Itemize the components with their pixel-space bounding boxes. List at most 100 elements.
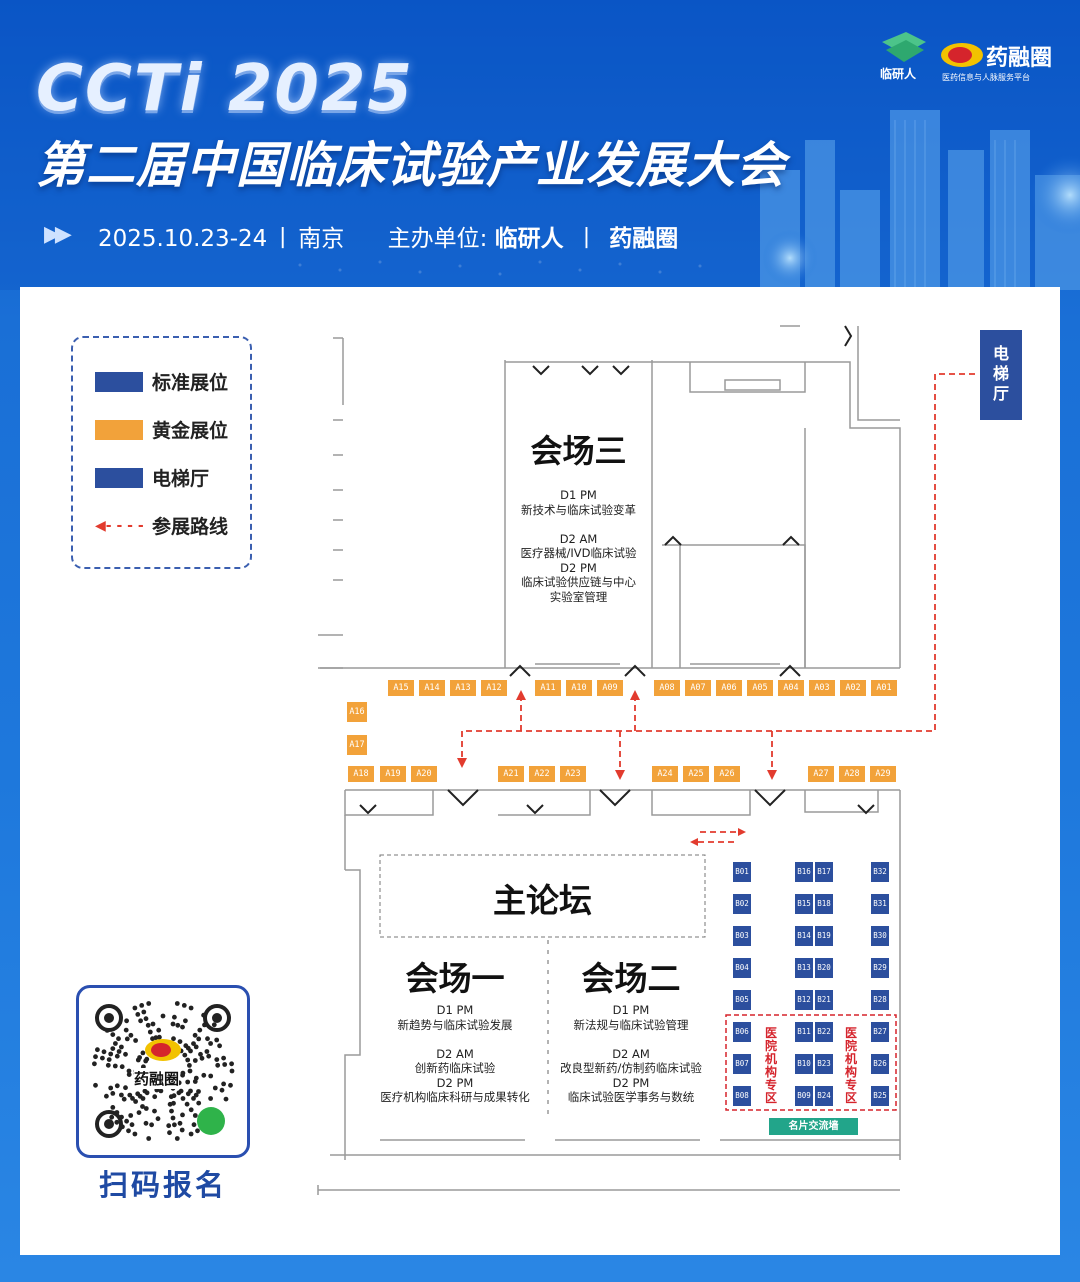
gold-booth-a07: A07 (685, 680, 711, 696)
legend-label: 电梯厅 (152, 468, 210, 490)
standard-booth-b20: B20 (815, 958, 833, 978)
gold-booth-a09: A09 (597, 680, 623, 696)
standard-booth-b01: B01 (733, 862, 751, 882)
standard-booth-b04: B04 (733, 958, 751, 978)
gold-booth-a10: A10 (566, 680, 592, 696)
organizer-2: 药融圈 (609, 226, 679, 252)
elevator-label: 电梯厅 (992, 344, 1009, 403)
legend-elevator: 电梯厅 (95, 464, 209, 491)
schedule-line: D2 AM (612, 1046, 650, 1061)
brand-linyanren: 临研人 (880, 67, 917, 81)
schedule-line: D1 PM (612, 1003, 650, 1017)
schedule-line: D2 PM (436, 1075, 474, 1090)
event-title: 第二届中国临床试验产业发展大会 (36, 137, 787, 194)
schedule-line: D2 AM (559, 531, 598, 546)
schedule-line: D1 PM (436, 1003, 474, 1017)
gold-booth-a27: A27 (808, 766, 834, 782)
standard-booth-b02: B02 (733, 894, 751, 914)
event-logo: CCTi 2025 (36, 52, 414, 126)
gold-booth-a22: A22 (529, 766, 555, 782)
qr-brand: 药融圈 (134, 1068, 180, 1089)
legend-route: ◀‑ ‑ ‑ ‑ 参展路线 (95, 512, 228, 539)
event-date: 2025.10.23-24 (98, 226, 268, 252)
standard-booth-b13: B13 (795, 958, 813, 978)
standard-booth-b12: B12 (795, 990, 813, 1010)
gold-booth-a04: A04 (778, 680, 804, 696)
standard-booth-b24: B24 (815, 1086, 833, 1106)
standard-booth-b16: B16 (795, 862, 813, 882)
schedule-line: 临床试验供应链与中心 (521, 575, 636, 589)
standard-booth-b17: B17 (815, 862, 833, 882)
schedule-line (380, 1032, 530, 1047)
schedule-line: D2 PM (560, 560, 597, 575)
gold-booth-a16: A16 (347, 702, 367, 722)
route-arrow-icon: ◀‑ ‑ ‑ ‑ (95, 517, 144, 534)
schedule-line: 临床试验医学事务与数统 (567, 1090, 695, 1104)
separator: 丨 (574, 226, 598, 252)
elevator-hall: 电梯厅 (980, 330, 1022, 420)
schedule-line: D2 PM (612, 1075, 650, 1090)
main-forum-name: 主论坛 (493, 881, 592, 920)
gold-booth-a17: A17 (347, 735, 367, 755)
standard-booth-b30: B30 (871, 926, 889, 946)
standard-booth-b11: B11 (795, 1022, 813, 1042)
legend-standard-booth: 标准展位 (95, 368, 228, 395)
gold-booth-a15: A15 (388, 680, 414, 696)
standard-booth-b32: B32 (871, 862, 889, 882)
hall2-name: 会场二 (581, 959, 681, 998)
schedule-line (556, 1032, 706, 1047)
gold-booth-a19: A19 (380, 766, 406, 782)
gold-booth-a29: A29 (870, 766, 896, 782)
gold-booth-a06: A06 (716, 680, 742, 696)
schedule-line (505, 517, 652, 532)
gold-booth-a12: A12 (481, 680, 507, 696)
event-city: 南京 (298, 226, 345, 252)
gold-booth-a11: A11 (535, 680, 561, 696)
hall1-name: 会场一 (405, 959, 505, 998)
standard-booth-b26: B26 (871, 1054, 889, 1074)
standard-booth-b08: B08 (733, 1086, 751, 1106)
schedule-line: 实验室管理 (549, 589, 608, 604)
gold-booth-a18: A18 (348, 766, 374, 782)
standard-booth-b03: B03 (733, 926, 751, 946)
gold-booth-a08: A08 (654, 680, 680, 696)
gold-booth-a13: A13 (450, 680, 476, 696)
standard-booth-b31: B31 (871, 894, 889, 914)
map-legend: 标准展位 黄金展位 电梯厅 ◀‑ ‑ ‑ ‑ 参展路线 (71, 336, 252, 569)
linyanren-logo-icon (882, 32, 926, 62)
legend-swatch (95, 371, 143, 392)
standard-booth-b29: B29 (871, 958, 889, 978)
standard-booth-b07: B07 (733, 1054, 751, 1074)
legend-gold-booth: 黄金展位 (95, 416, 228, 443)
legend-label: 黄金展位 (152, 420, 229, 442)
standard-booth-b05: B05 (733, 990, 751, 1010)
gold-booth-a25: A25 (683, 766, 709, 782)
gold-booth-a20: A20 (411, 766, 437, 782)
gold-booth-a03: A03 (809, 680, 835, 696)
legend-swatch (95, 467, 143, 488)
legend-label: 参展路线 (152, 516, 229, 538)
gold-booth-a26: A26 (714, 766, 740, 782)
schedule-line: 医疗机构临床科研与成果转化 (380, 1090, 530, 1104)
organizer-label: 主办单位: (387, 226, 488, 252)
standard-booth-b15: B15 (795, 894, 813, 914)
schedule-line: 新技术与临床试验变革 (521, 502, 636, 517)
separator: 丨 (271, 226, 295, 252)
brand-yaoronquan-slogan: 医药信息与人脉服务平台 (942, 73, 1030, 82)
gold-booth-a14: A14 (419, 680, 445, 696)
schedule-line: D2 AM (436, 1046, 474, 1061)
brand-yaoronquan: 药融圈 (986, 46, 1053, 71)
qr-code-card[interactable]: 药融圈 (76, 985, 250, 1158)
standard-booth-b28: B28 (871, 990, 889, 1010)
standard-booth-b19: B19 (815, 926, 833, 946)
standard-booth-b14: B14 (795, 926, 813, 946)
schedule-line: 创新药临床试验 (414, 1061, 496, 1075)
legend-label: 标准展位 (152, 372, 229, 394)
standard-booth-b25: B25 (871, 1086, 889, 1106)
gold-booth-a24: A24 (652, 766, 678, 782)
standard-booth-b09: B09 (795, 1086, 813, 1106)
